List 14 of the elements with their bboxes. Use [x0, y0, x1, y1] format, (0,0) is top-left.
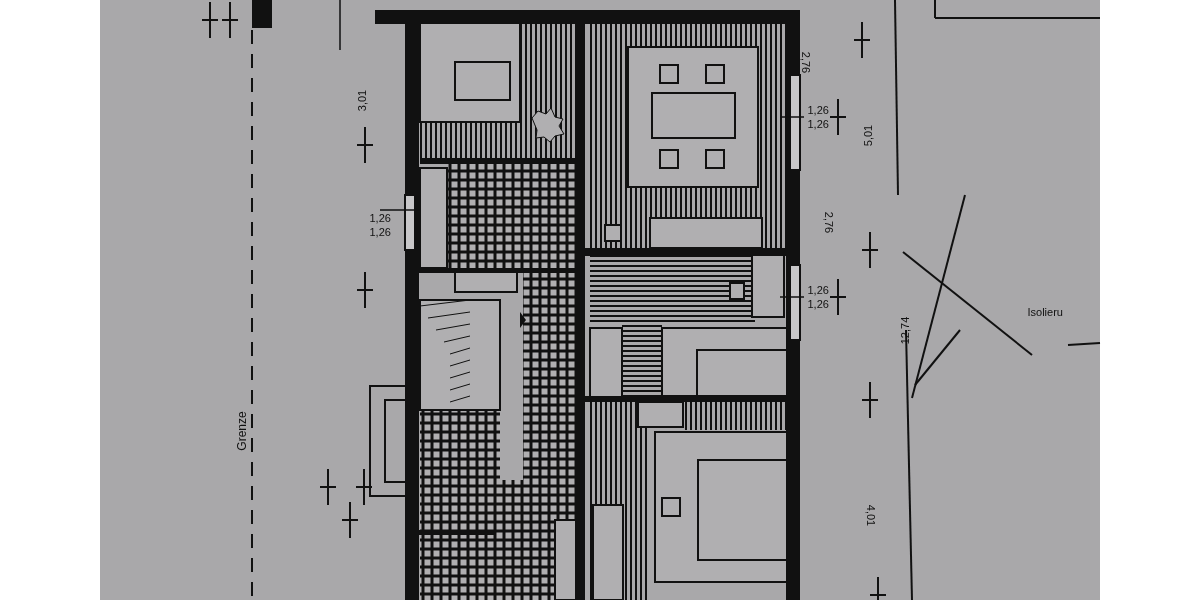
dimension-label: 1,26 — [807, 284, 829, 296]
dimension-label: 3,01 — [356, 89, 368, 111]
dimension-label: 1,26 — [807, 298, 829, 310]
dimension-label: 1,26 — [369, 226, 391, 238]
dimension-label: 4,01 — [864, 504, 876, 526]
boundary-label: Grenze — [235, 410, 248, 451]
dimension-label: 1,26 — [807, 118, 829, 130]
dimension-label: 12,74 — [900, 316, 912, 344]
dimension-label: 5,01 — [862, 124, 874, 146]
dimension-label: 2,76 — [799, 51, 811, 73]
dimension-label: 2,76 — [822, 211, 834, 233]
note-text: Isolieru — [1027, 306, 1063, 318]
dimension-label: 1,26 — [369, 212, 391, 224]
dimension-label: 1,26 — [807, 104, 829, 116]
